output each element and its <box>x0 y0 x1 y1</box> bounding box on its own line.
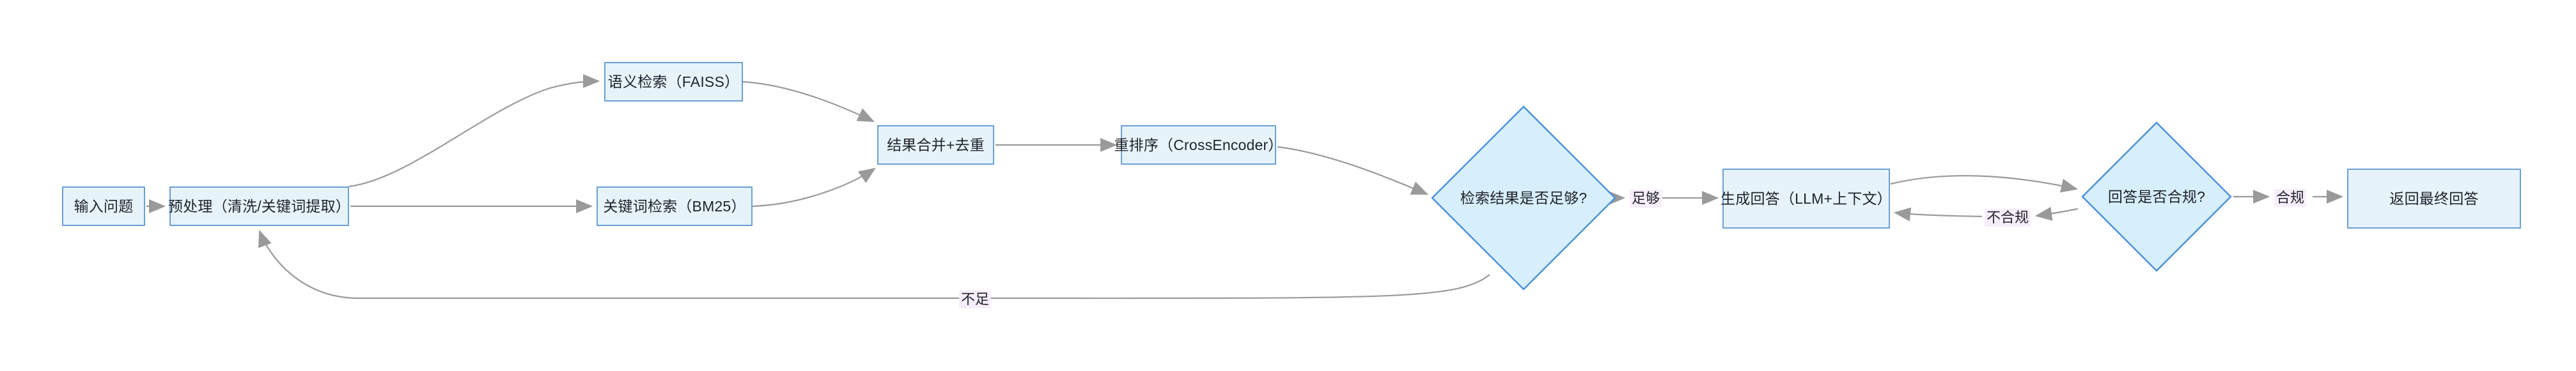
node-preprocess[interactable]: 预处理（清洗/关键词提取） <box>168 186 350 226</box>
edge-preprocess-to-faiss <box>348 74 600 188</box>
node-input-label: 输入问题 <box>74 197 134 215</box>
edge-label-enough: 足够 <box>1630 190 1662 208</box>
node-preprocess-label: 预处理（清洗/关键词提取） <box>168 197 350 215</box>
node-faiss-label: 语义检索（FAISS） <box>607 73 740 90</box>
diamond-shape-answer-compliant <box>2081 121 2232 272</box>
node-decision-results-enough[interactable]: 检索结果是否足够? <box>1431 105 1616 291</box>
node-merge-dedup[interactable]: 结果合并+去重 <box>877 125 994 165</box>
edge-rerank-to-enough <box>1277 146 1429 195</box>
node-bm25-label: 关键词检索（BM25） <box>603 197 746 215</box>
edge-generate-to-compliant <box>1890 175 2079 193</box>
edge-compliant-to-generate <box>2034 206 2079 221</box>
node-merge-label: 结果合并+去重 <box>887 136 985 153</box>
edge-label-not-enough: 不足 <box>959 291 992 309</box>
node-return-final-answer[interactable]: 返回最终回答 <box>2347 169 2521 229</box>
node-generate-answer[interactable]: 生成回答（LLM+上下文） <box>1721 169 1892 229</box>
edge-faiss-to-merge <box>742 80 875 122</box>
edge-compliant-label-to-generate <box>1893 207 1983 222</box>
edge-bm25-to-merge <box>752 167 876 208</box>
node-decision-answer-compliant[interactable]: 回答是否合规? <box>2081 121 2232 272</box>
node-rerank-label: 重排序（CrossEncoder） <box>1114 136 1283 153</box>
node-return-final-answer-label: 返回最终回答 <box>2389 190 2479 207</box>
node-semantic-retrieval-faiss[interactable]: 语义检索（FAISS） <box>604 62 743 102</box>
node-generate-answer-label: 生成回答（LLM+上下文） <box>1721 190 1892 207</box>
node-keyword-retrieval-bm25[interactable]: 关键词检索（BM25） <box>597 186 753 226</box>
node-rerank-crossencoder[interactable]: 重排序（CrossEncoder） <box>1114 125 1283 165</box>
edge-label-not-compliant: 不合规 <box>1985 209 2031 227</box>
node-input[interactable]: 输入问题 <box>62 186 145 226</box>
diamond-shape-results-enough <box>1431 105 1616 291</box>
edge-label-compliant: 合规 <box>2274 189 2307 208</box>
edge-enough-to-preprocess <box>258 229 1490 299</box>
node-decision-answer-compliant-label: 回答是否合规? <box>2107 188 2206 205</box>
node-decision-results-enough-label: 检索结果是否足够? <box>1460 189 1588 206</box>
